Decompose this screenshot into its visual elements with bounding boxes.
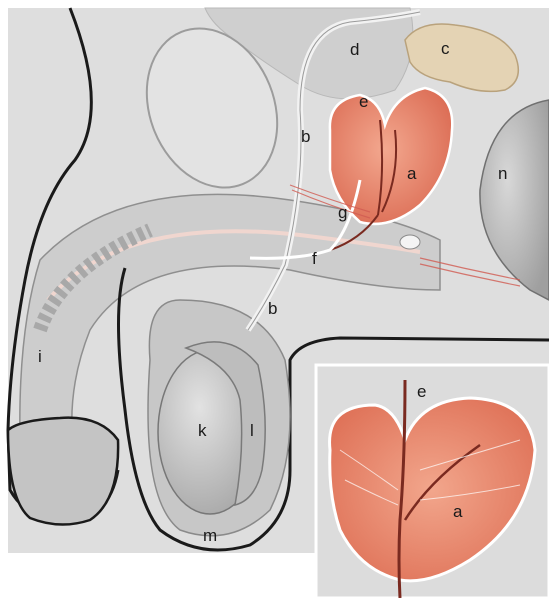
label-k: k bbox=[198, 422, 207, 439]
label-b-upper: b bbox=[301, 128, 310, 145]
glans bbox=[8, 418, 118, 525]
label-n: n bbox=[498, 165, 507, 182]
label-m: m bbox=[203, 527, 217, 544]
label-f: f bbox=[312, 250, 317, 267]
label-c: c bbox=[441, 40, 450, 57]
label-a: a bbox=[407, 165, 416, 182]
label-i: i bbox=[38, 348, 42, 365]
label-g: g bbox=[338, 204, 347, 221]
bulbourethral-gland bbox=[400, 235, 420, 249]
inset-label-e: e bbox=[417, 383, 426, 400]
label-e: e bbox=[359, 93, 368, 110]
inset-panel bbox=[316, 365, 549, 598]
label-b-lower: b bbox=[268, 300, 277, 317]
label-d: d bbox=[350, 41, 359, 58]
inset-label-a: a bbox=[453, 503, 462, 520]
label-l: l bbox=[250, 422, 254, 439]
